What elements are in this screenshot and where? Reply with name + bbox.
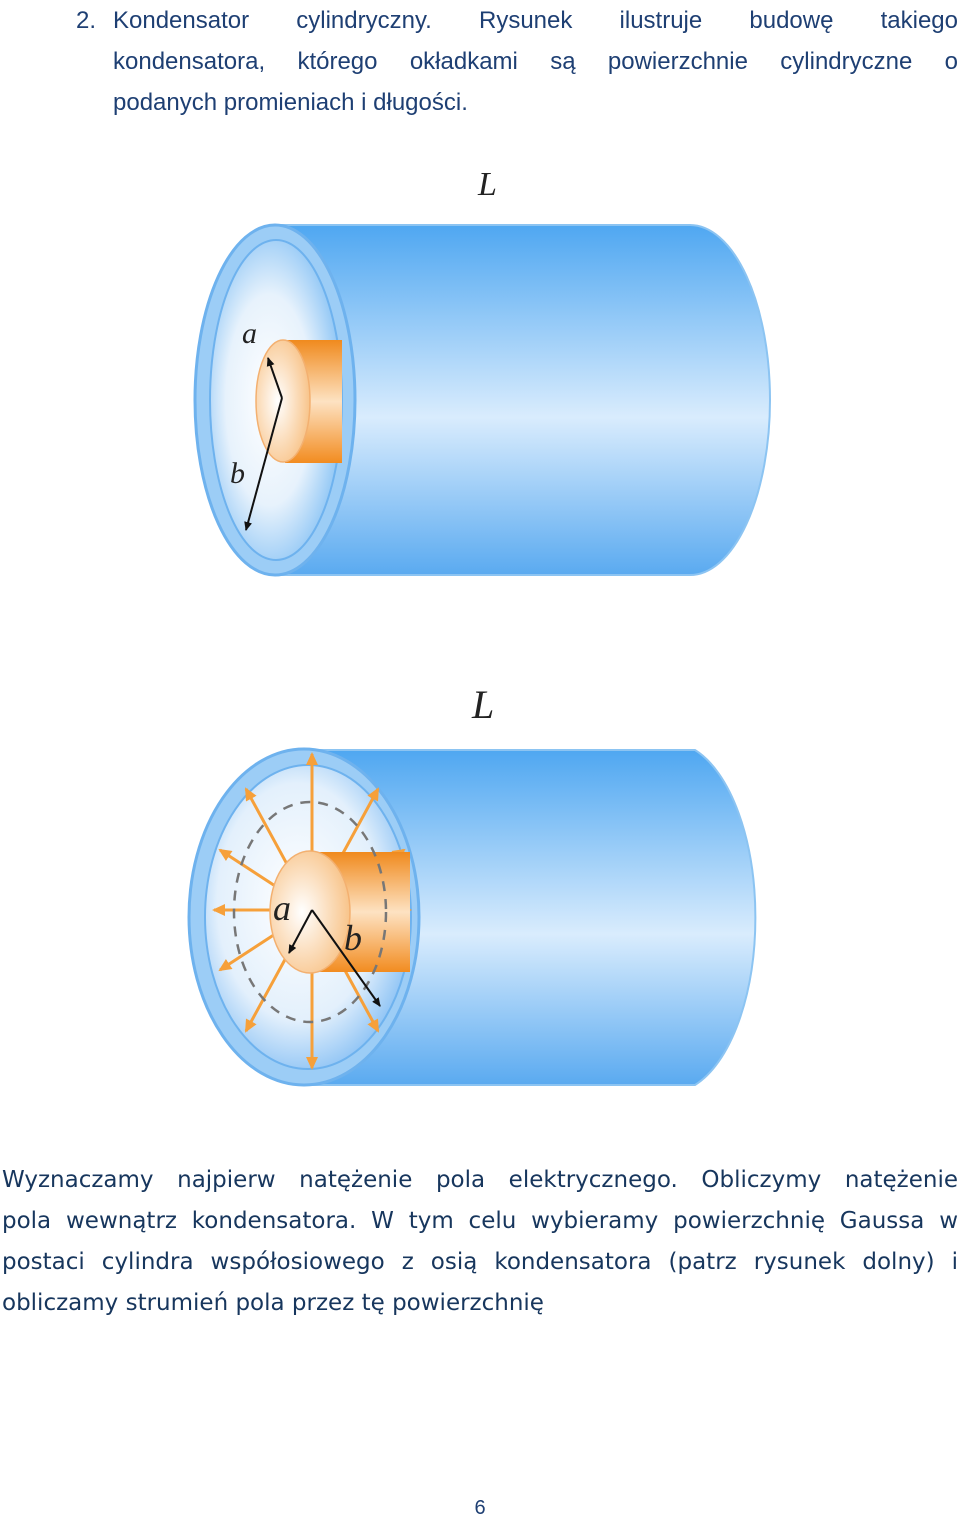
outer-radius-label: b (230, 457, 245, 490)
page-number: 6 (474, 1497, 486, 1519)
item-number: 2. (76, 7, 97, 34)
body-line-1: Wyznaczamy najpierw natężenie pola elekt… (2, 1167, 958, 1193)
body-line-3: postaci cylindra współosiowego z osią ko… (2, 1249, 958, 1275)
outer-cylinder-body (309, 749, 757, 1086)
body-paragraph: Wyznaczamy najpierw natężenie pola elekt… (2, 1160, 958, 1324)
inner-cylinder-face (255, 339, 311, 463)
radius-a-arrow (288, 909, 313, 954)
intro-line-2: kondensatora, którego okładkami są powie… (113, 48, 958, 75)
intro-line-1: Kondensator cylindryczny. Rysunek ilustr… (113, 7, 958, 34)
body-line-2: pola wewnątrz kondensatora. W tym celu w… (2, 1208, 958, 1234)
capacitor-figure-top: L a b (193, 166, 771, 577)
inner-radius-label: a (273, 888, 291, 928)
body-line-4: obliczamy strumień pola przez tę powierz… (2, 1290, 544, 1316)
intro-paragraph: Kondensator cylindryczny. Rysunek ilustr… (113, 0, 958, 123)
radius-b-arrow (311, 909, 381, 1007)
outer-radius-label: b (344, 918, 362, 958)
intro-line-3: podanych promieniach i długości. (113, 89, 468, 116)
length-label: L (471, 682, 494, 727)
gaussian-surface (232, 800, 388, 1024)
radius-a-arrow (266, 357, 283, 399)
length-label: L (477, 166, 497, 203)
inner-radius-label: a (242, 317, 257, 350)
outer-cylinder-body (274, 224, 771, 576)
capacitor-figure-bottom: L a b (187, 682, 757, 1087)
radius-b-arrow (244, 397, 283, 531)
